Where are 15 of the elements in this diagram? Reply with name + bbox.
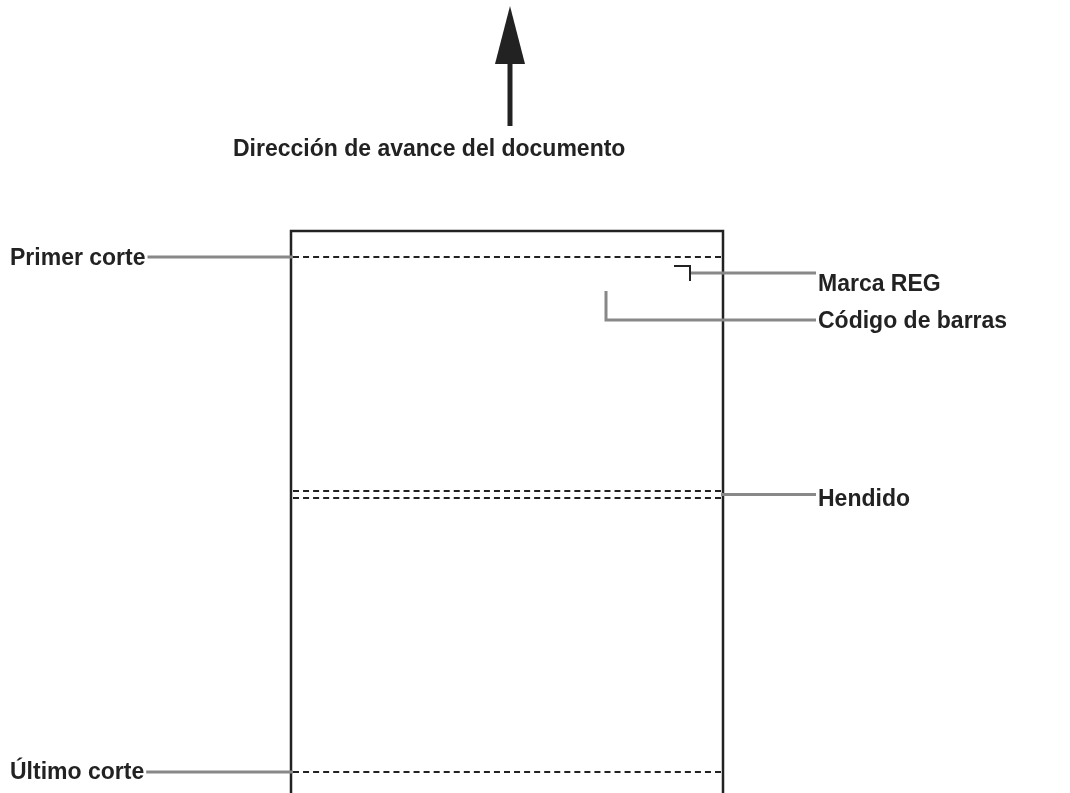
part-label: Código de barras <box>818 306 1008 334</box>
registration-mark <box>674 265 691 281</box>
leader-line <box>604 291 816 322</box>
leader-line <box>691 271 816 275</box>
leader-line <box>147 255 293 259</box>
leader-line <box>146 770 293 774</box>
part-label: Hendido <box>818 484 910 512</box>
cut-line <box>293 771 721 773</box>
cut-line <box>293 256 721 258</box>
crease-line <box>293 490 721 499</box>
part-label: Último corte <box>10 757 145 785</box>
part-label: Primer corte <box>10 243 146 271</box>
part-label: Marca REG <box>818 269 941 297</box>
leader-line <box>721 493 816 496</box>
direction-caption: Dirección de avance del documento <box>233 134 626 162</box>
